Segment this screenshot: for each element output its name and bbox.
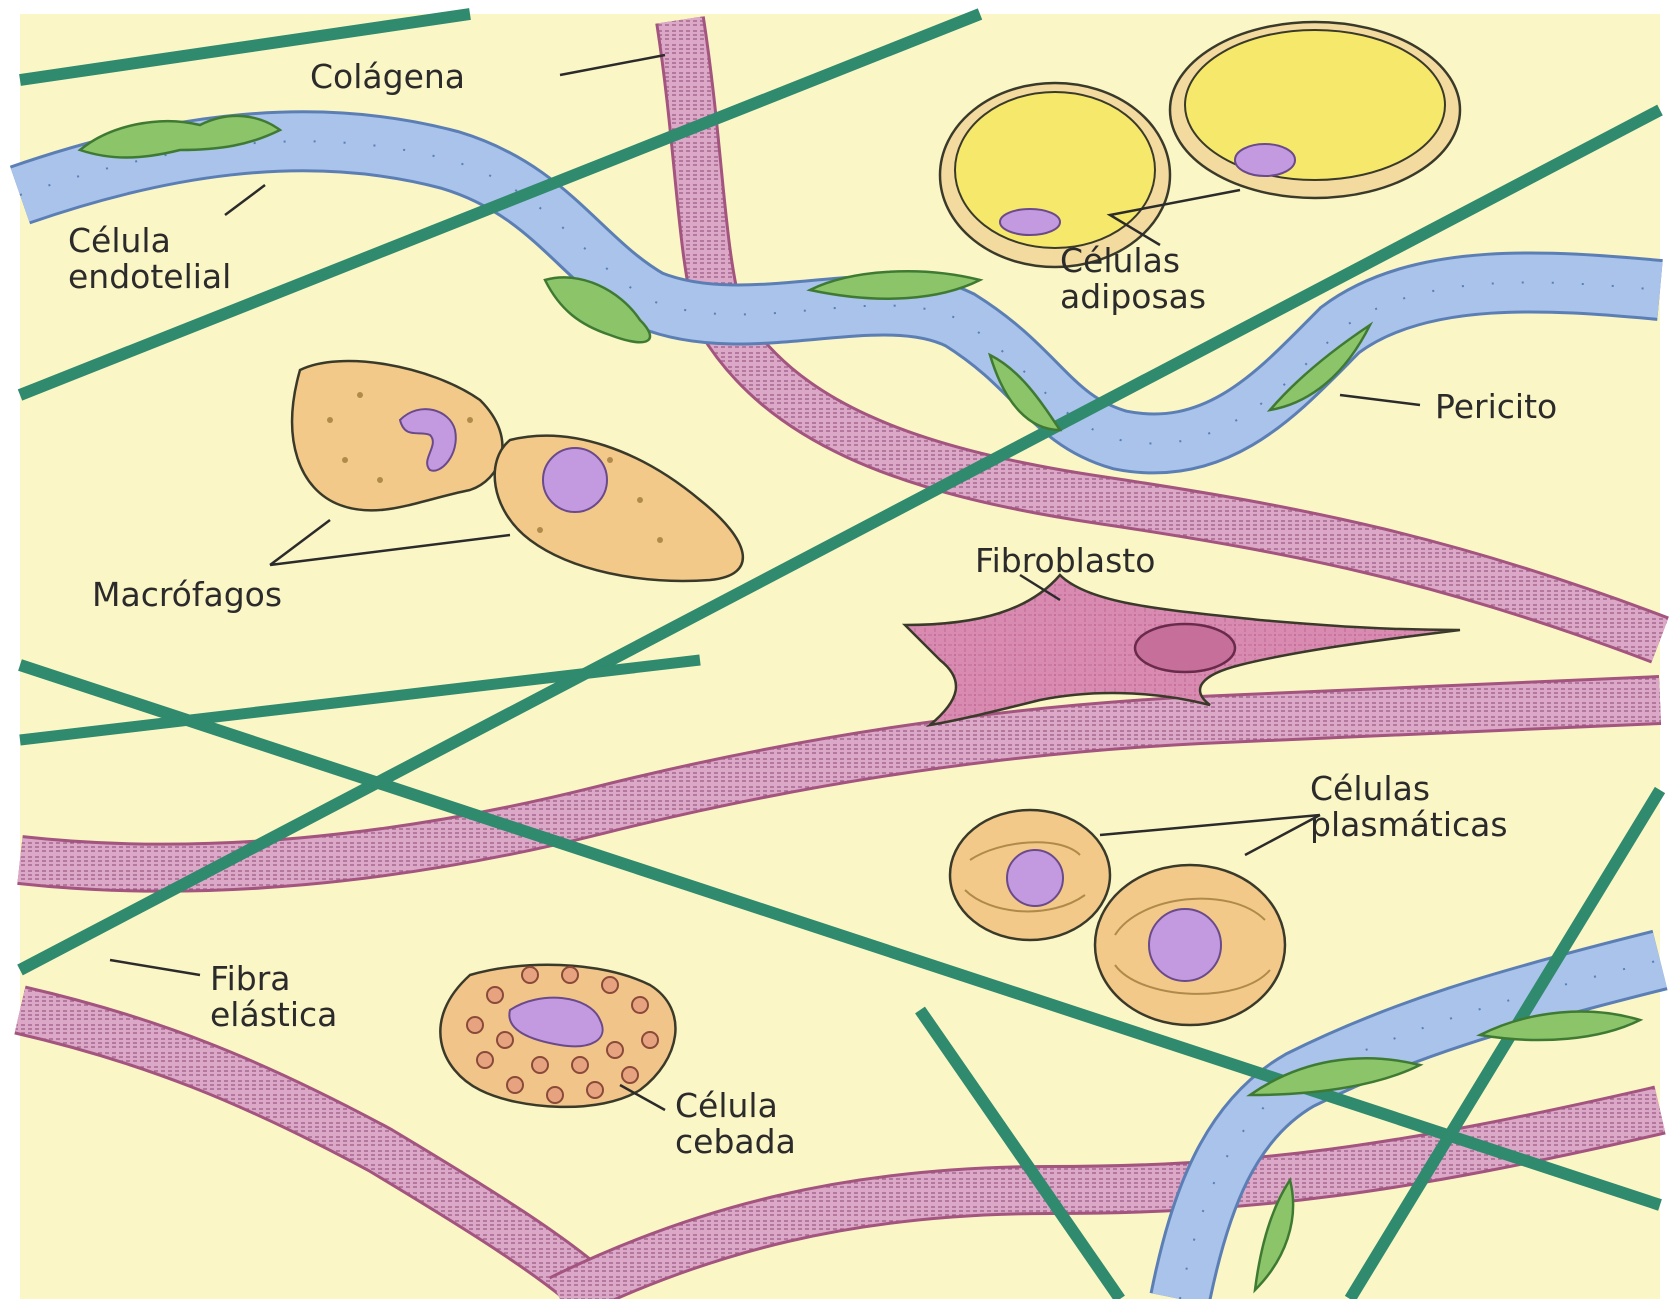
fibroblast-nucleus [1135, 624, 1235, 672]
label-celulas-adiposas-line2: adiposas [1060, 277, 1206, 316]
label-celulas-plasmaticas-line1: Células [1310, 769, 1430, 808]
label-celula-endotelial-line1: Célula [68, 221, 171, 260]
white-frame-left [0, 0, 20, 1299]
plasma-cell-right-nucleus [1149, 909, 1221, 981]
white-frame-top [0, 0, 1675, 14]
label-colagena: Colágena [310, 57, 465, 96]
macrophage-right-nucleus [543, 448, 607, 512]
label-celula-endotelial-line2: endotelial [68, 257, 231, 296]
label-macrofagos: Macrófagos [92, 575, 282, 614]
label-fibroblasto: Fibroblasto [975, 541, 1155, 580]
label-celulas-plasmaticas-line2: plasmáticas [1310, 805, 1508, 844]
plasma-cell-left-nucleus [1007, 850, 1063, 906]
label-celula-cebada-line2: cebada [675, 1122, 796, 1161]
adipocyte-right-nucleus [1235, 144, 1295, 176]
mast-cell [440, 965, 675, 1107]
label-celulas-adiposas-line1: Células [1060, 241, 1180, 280]
label-fibra-elastica-line1: Fibra [210, 959, 291, 998]
label-celula-cebada-line1: Célula [675, 1086, 778, 1125]
label-pericito: Pericito [1435, 387, 1557, 426]
white-frame-right [1660, 0, 1675, 1299]
label-fibra-elastica-line2: elástica [210, 995, 337, 1034]
adipocyte-left-nucleus [1000, 209, 1060, 235]
